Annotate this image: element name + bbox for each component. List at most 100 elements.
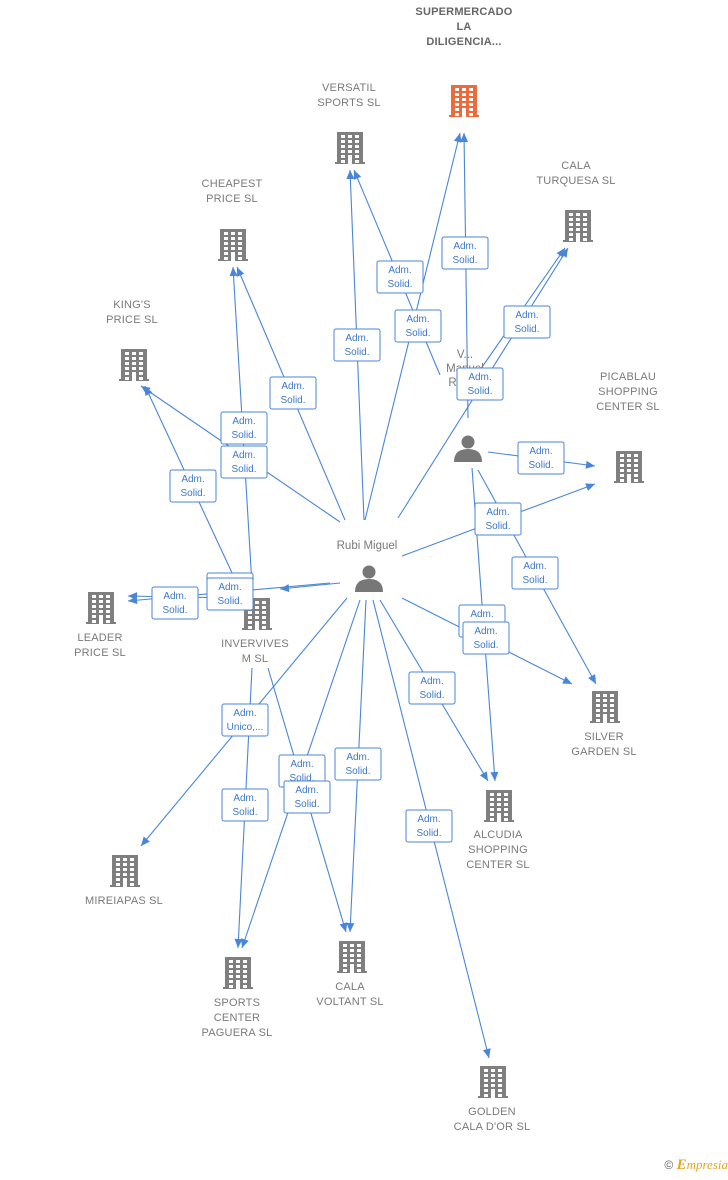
building-window <box>455 113 459 116</box>
role-badge[interactable]: Adm.Solid. <box>333 328 381 362</box>
role-badge[interactable]: Adm.Solid. <box>151 586 199 620</box>
role-badge[interactable]: Adm.Solid. <box>169 469 217 503</box>
role-badge-text: Solid. <box>467 386 492 397</box>
company-label: CENTER <box>214 1012 260 1024</box>
building-window <box>462 103 466 106</box>
role-badge[interactable]: Adm.Solid. <box>511 556 559 590</box>
building-window <box>576 228 580 231</box>
role-badge-box <box>269 376 317 410</box>
building-door <box>576 236 580 242</box>
building-window <box>455 98 459 101</box>
role-badge[interactable]: Adm.Solid. <box>334 747 382 781</box>
role-badge[interactable]: Adm.Solid. <box>278 754 326 788</box>
building-window <box>504 803 508 806</box>
role-badge[interactable]: Adm.Solid. <box>283 780 331 814</box>
building-window <box>469 103 473 106</box>
role-badge[interactable]: Adm.Unico,... <box>221 703 269 737</box>
building-window <box>106 605 110 608</box>
building-window <box>255 611 259 614</box>
building-door <box>348 158 352 164</box>
building-window <box>455 103 459 106</box>
role-badge[interactable]: Adm.Solid. <box>394 309 442 343</box>
role-badge[interactable]: Adm.Solid. <box>517 441 565 475</box>
role-badge-text: Adm. <box>218 582 241 593</box>
building-window <box>238 232 242 235</box>
building-window <box>355 145 359 148</box>
building-icon <box>484 790 514 822</box>
role-badge[interactable]: Adm.Solid. <box>206 577 254 611</box>
building-window <box>262 611 266 614</box>
building-window <box>248 621 252 624</box>
building-window <box>132 362 136 365</box>
building-window <box>583 233 587 236</box>
building-window <box>490 813 494 816</box>
building-window <box>238 242 242 245</box>
edge-rubi-intervives[interactable] <box>279 582 341 593</box>
role-badge-text: Solid. <box>289 773 314 784</box>
building-window <box>498 1074 502 1077</box>
role-badge[interactable]: Adm.Solid. <box>456 367 504 401</box>
building-window <box>255 606 259 609</box>
company-node-supermercado[interactable]: SUPERMERCADOLADILIGENCIA... <box>415 6 513 117</box>
building-window <box>224 237 228 240</box>
person-node-vm[interactable]: V...ManuelRafael <box>446 349 484 462</box>
building-window <box>497 813 501 816</box>
company-node-mireiapas[interactable]: MIREIAPAS SL <box>85 855 163 907</box>
role-badge[interactable]: Adm.Solid. <box>405 809 453 843</box>
role-badge[interactable]: Adm.Solid. <box>462 621 510 655</box>
role-badge[interactable]: Adm.Solid. <box>441 236 489 270</box>
role-badge[interactable]: Adm.Solid. <box>269 376 317 410</box>
building-window <box>455 108 459 111</box>
building-window <box>99 615 103 618</box>
role-badge-text: Solid. <box>528 460 553 471</box>
role-badge[interactable]: Adm.Solid. <box>221 788 269 822</box>
building-window <box>116 883 120 886</box>
building-window <box>350 944 354 947</box>
building-window <box>262 606 266 609</box>
building-window <box>106 600 110 603</box>
building-door <box>497 816 501 822</box>
role-badge[interactable]: Adm.Solid. <box>503 305 551 339</box>
building-window <box>341 145 345 148</box>
building-window <box>350 959 354 962</box>
role-badge-text: Adm. <box>388 265 411 276</box>
building-window <box>236 970 240 973</box>
role-badge-text: Adm. <box>515 310 538 321</box>
arrowhead <box>229 267 238 277</box>
company-label: CALA D'OR SL <box>454 1121 531 1133</box>
role-badge-text: Solid. <box>405 328 430 339</box>
building-window <box>132 372 136 375</box>
footer-brand[interactable]: © Empresia <box>664 1157 728 1174</box>
building-window <box>462 108 466 111</box>
building-window <box>123 868 127 871</box>
role-badge[interactable]: Adm.Solid. <box>408 671 456 705</box>
arrowhead <box>562 676 572 684</box>
building-window <box>255 601 259 604</box>
building-window <box>490 793 494 796</box>
role-badge[interactable]: Adm.Solid. <box>220 411 268 445</box>
company-label: SILVER <box>584 731 624 743</box>
role-badge-text: Solid. <box>232 807 257 818</box>
building-window <box>262 601 266 604</box>
building-window <box>596 699 600 702</box>
role-badge[interactable]: Adm.Solid. <box>376 260 424 294</box>
building-window <box>634 454 638 457</box>
person-node-rubi[interactable]: Rubi Miguel <box>337 540 398 592</box>
role-badge-text: Adm. <box>486 507 509 518</box>
building-window <box>627 469 631 472</box>
building-window <box>99 605 103 608</box>
role-badge[interactable]: Adm.Solid. <box>474 502 522 536</box>
role-badge[interactable]: Adm.Solid. <box>220 445 268 479</box>
